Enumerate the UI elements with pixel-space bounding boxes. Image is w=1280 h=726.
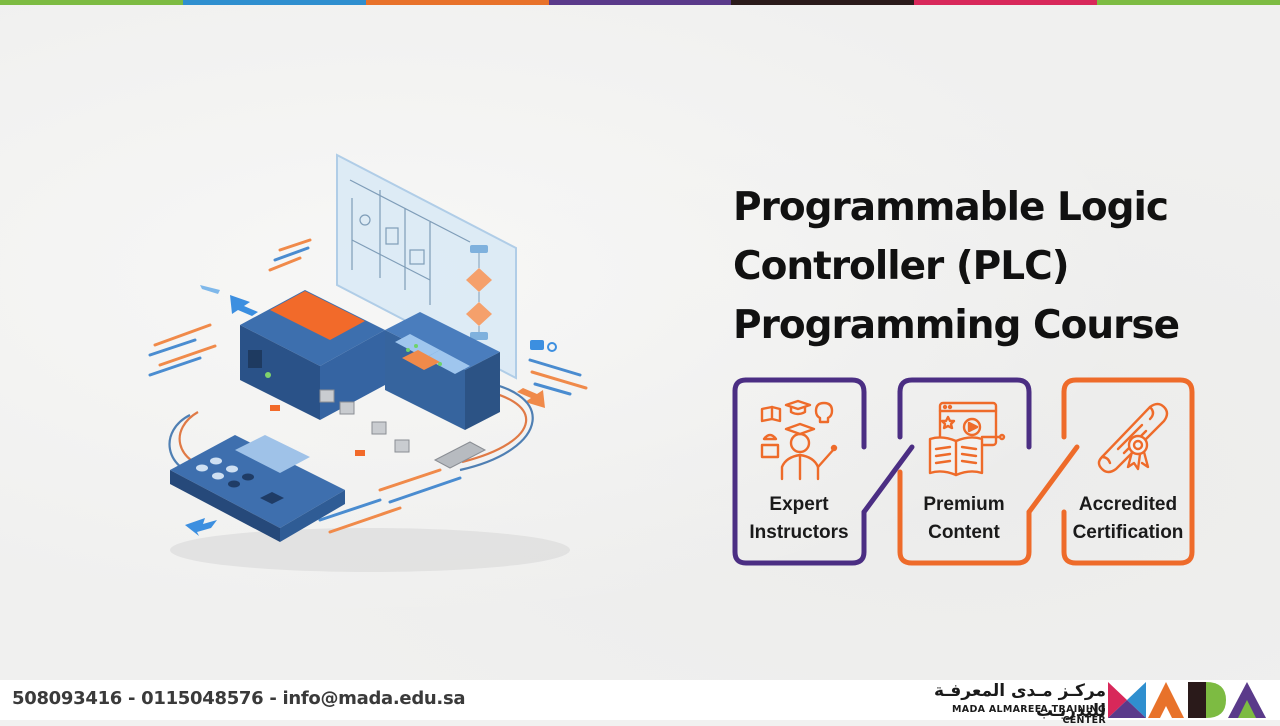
feature-label-content: Premium Content: [923, 494, 1005, 543]
mada-logo: [1108, 682, 1266, 723]
course-title: Programmable Logic Controller (PLC) Prog…: [733, 178, 1253, 355]
stripe-green: [0, 0, 183, 5]
title-line-3: Programming Course: [733, 303, 1180, 348]
plc-controller: [240, 290, 500, 469]
top-color-stripe: [0, 0, 1280, 5]
feature-label-certification: Accredited Certification: [1072, 494, 1184, 543]
title-line-2: Controller (PLC): [733, 244, 1070, 289]
arrow-icons: [185, 285, 545, 536]
stripe-purple: [548, 0, 732, 5]
feature-label-instructors: Expert Instructors: [749, 494, 849, 543]
stripe-blue: [182, 0, 366, 5]
schematic-panel: [336, 153, 517, 380]
features-panel: Expert Instructors Premium Content Accre…: [732, 377, 1196, 567]
toggle-decoration: [530, 340, 557, 352]
brand-name-english: MADA ALMAREFA TRAINING CENTER: [952, 704, 1106, 726]
feature-frames: [732, 377, 1195, 566]
footer-bar: 508093416 - 0115048576 - info@mada.edu.s…: [0, 680, 1280, 726]
brand-name-arabic: مركـز مـدى المعرفـة للتدريـب: [934, 681, 1106, 721]
stripe-orange: [365, 0, 549, 5]
stripe-green-2: [1097, 0, 1280, 5]
title-line-1: Programmable Logic: [733, 185, 1169, 230]
hmi-panel: [170, 435, 345, 542]
contact-info: 508093416 - 0115048576 - info@mada.edu.s…: [12, 688, 466, 709]
background: [0, 5, 1280, 680]
code-lines-decoration: [148, 238, 588, 534]
plc-illustration: [140, 150, 600, 580]
stripe-pink: [914, 0, 1098, 5]
stripe-dark: [731, 0, 915, 5]
